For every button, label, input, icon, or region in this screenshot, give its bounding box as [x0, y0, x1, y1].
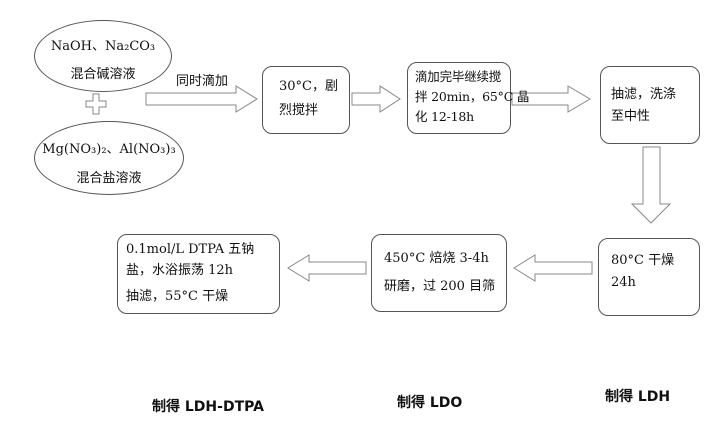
calcine-step-box: 450°C 焙烧 3-4h 研磨，过 200 目筛 [371, 234, 507, 312]
arrow-right-icon [351, 85, 401, 113]
alkali-solution-node: NaOH、Na₂CO₃ 混合碱溶液 [34, 20, 172, 92]
dry-step-line2: 24h [611, 275, 636, 290]
stir-step-line1: 30°C，剧 [279, 79, 338, 94]
dtpa-step-line3: 抽滤，55°C 干燥 [126, 289, 229, 304]
dry-step-box: 80°C 干燥 24h [598, 238, 700, 316]
crystallize-step-box: 滴加完毕继续搅 拌 20min，65°C 晶 化 12-18h [407, 62, 530, 134]
dtpa-step-box: 0.1mol/L DTPA 五钠 盐，水浴振荡 12h 抽滤，55°C 干燥 [117, 234, 280, 314]
stir-step-box: 30°C，剧 烈搅拌 [262, 66, 350, 134]
stir-step-line2: 烈搅拌 [279, 103, 319, 118]
product-ldh: 制得 LDH [605, 389, 671, 405]
dtpa-step-line2: 盐，水浴振荡 12h [126, 263, 234, 278]
calcine-step-line1: 450°C 焙烧 3-4h [384, 251, 489, 266]
salt-reagents: Mg(NO₃)₂、Al(NO₃)₃ [42, 142, 176, 157]
filter-wash-step-line1: 抽滤，洗涤 [611, 87, 677, 102]
arrow-down-icon [630, 146, 672, 224]
crystallize-step-line2: 拌 20min，65°C 晶 [415, 89, 530, 104]
dry-step-line1: 80°C 干燥 [611, 253, 675, 268]
plus-sign-icon [85, 93, 107, 115]
crystallize-step-line1: 滴加完毕继续搅 [415, 69, 502, 84]
filter-wash-step-box: 抽滤，洗涤 至中性 [600, 66, 700, 144]
alkali-reagents: NaOH、Na₂CO₃ [50, 39, 156, 54]
combine-label: 同时滴加 [176, 74, 229, 89]
crystallize-step-line3: 化 12-18h [415, 109, 474, 124]
calcine-step-line2: 研磨，过 200 目筛 [384, 279, 496, 294]
alkali-solution-label: 混合碱溶液 [70, 67, 136, 82]
arrow-left-icon [287, 254, 367, 282]
salt-solution-label: 混合盐溶液 [76, 171, 142, 186]
arrow-right-icon [511, 85, 591, 113]
filter-wash-step-line2: 至中性 [611, 109, 651, 124]
salt-solution-node: Mg(NO₃)₂、Al(NO₃)₃ 混合盐溶液 [34, 121, 184, 195]
arrow-right-icon [145, 85, 258, 113]
dtpa-step-line1: 0.1mol/L DTPA 五钠 [126, 242, 255, 257]
product-ldo: 制得 LDO [397, 395, 463, 411]
arrow-left-icon [513, 254, 593, 282]
product-ldh-dtpa: 制得 LDH-DTPA [152, 399, 264, 415]
